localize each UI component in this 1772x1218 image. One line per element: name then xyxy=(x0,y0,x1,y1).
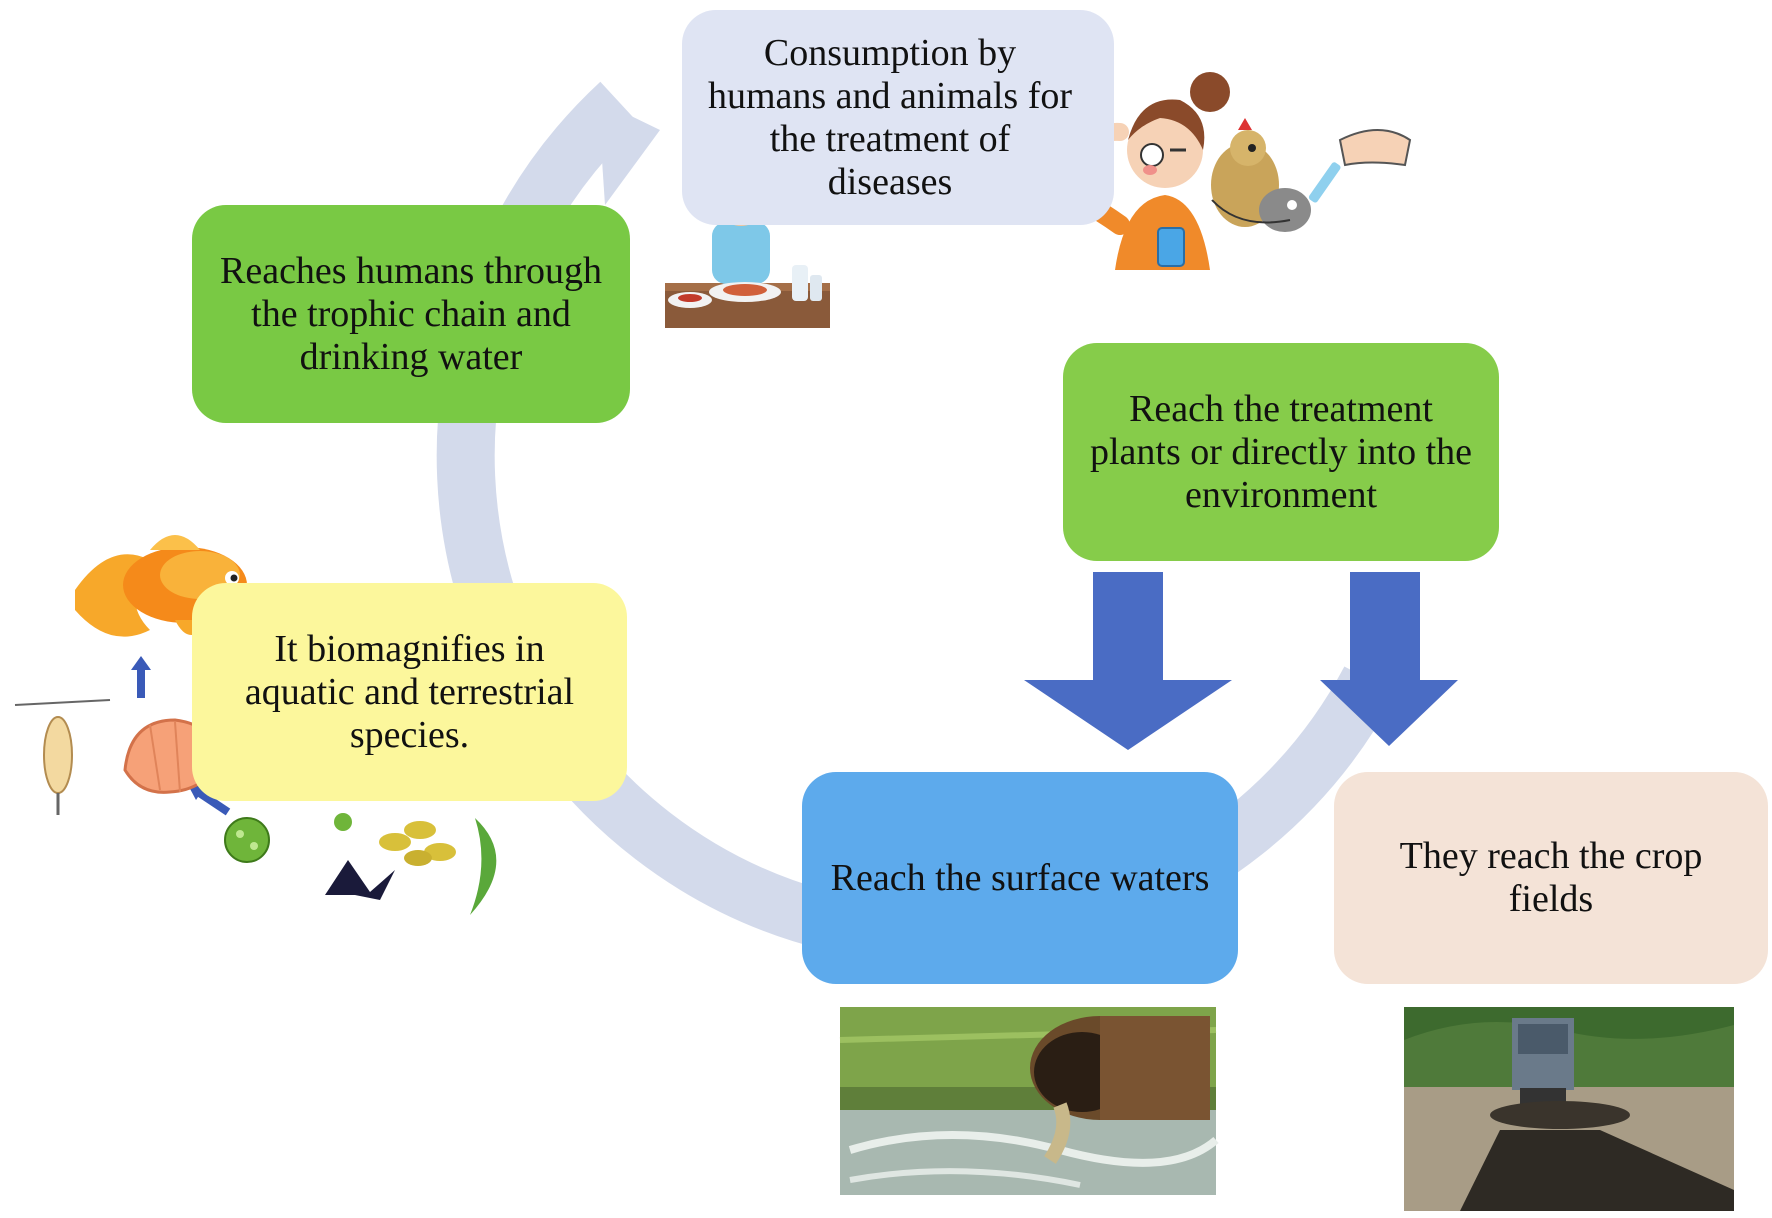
animal-medication-icon xyxy=(1211,118,1412,232)
surface-waters-box: Reach the surface waters xyxy=(802,772,1238,984)
reach-humans-box: Reaches humans through the trophic chain… xyxy=(192,205,630,423)
algae-icon xyxy=(224,813,497,915)
truck-spreading-sludge-photo xyxy=(1404,1007,1734,1211)
biomagnifies-text: It biomagnifies in aquatic and terrestri… xyxy=(244,627,575,756)
cycle-arrowhead xyxy=(598,100,660,205)
zooplankton-icon xyxy=(14,699,111,815)
consumption-text: Consumption by humans and animals for th… xyxy=(707,31,1073,203)
crop-fields-box: They reach the crop fields xyxy=(1334,772,1768,984)
crop-fields-text: They reach the crop fields xyxy=(1399,835,1703,920)
treatment-plants-text: Reach the treatment plants or directly i… xyxy=(1089,387,1473,516)
pipe-discharge-photo xyxy=(839,1007,1219,1195)
surface-waters-text: Reach the surface waters xyxy=(830,856,1210,899)
down-arrow-left xyxy=(1024,572,1232,750)
treatment-plants-box: Reach the treatment plants or directly i… xyxy=(1063,343,1499,561)
biomagnifies-box: It biomagnifies in aquatic and terrestri… xyxy=(192,583,627,801)
reach-humans-text: Reaches humans through the trophic chain… xyxy=(219,249,603,378)
consumption-box: Consumption by humans and animals for th… xyxy=(682,10,1114,225)
down-arrow-right xyxy=(1320,572,1458,746)
